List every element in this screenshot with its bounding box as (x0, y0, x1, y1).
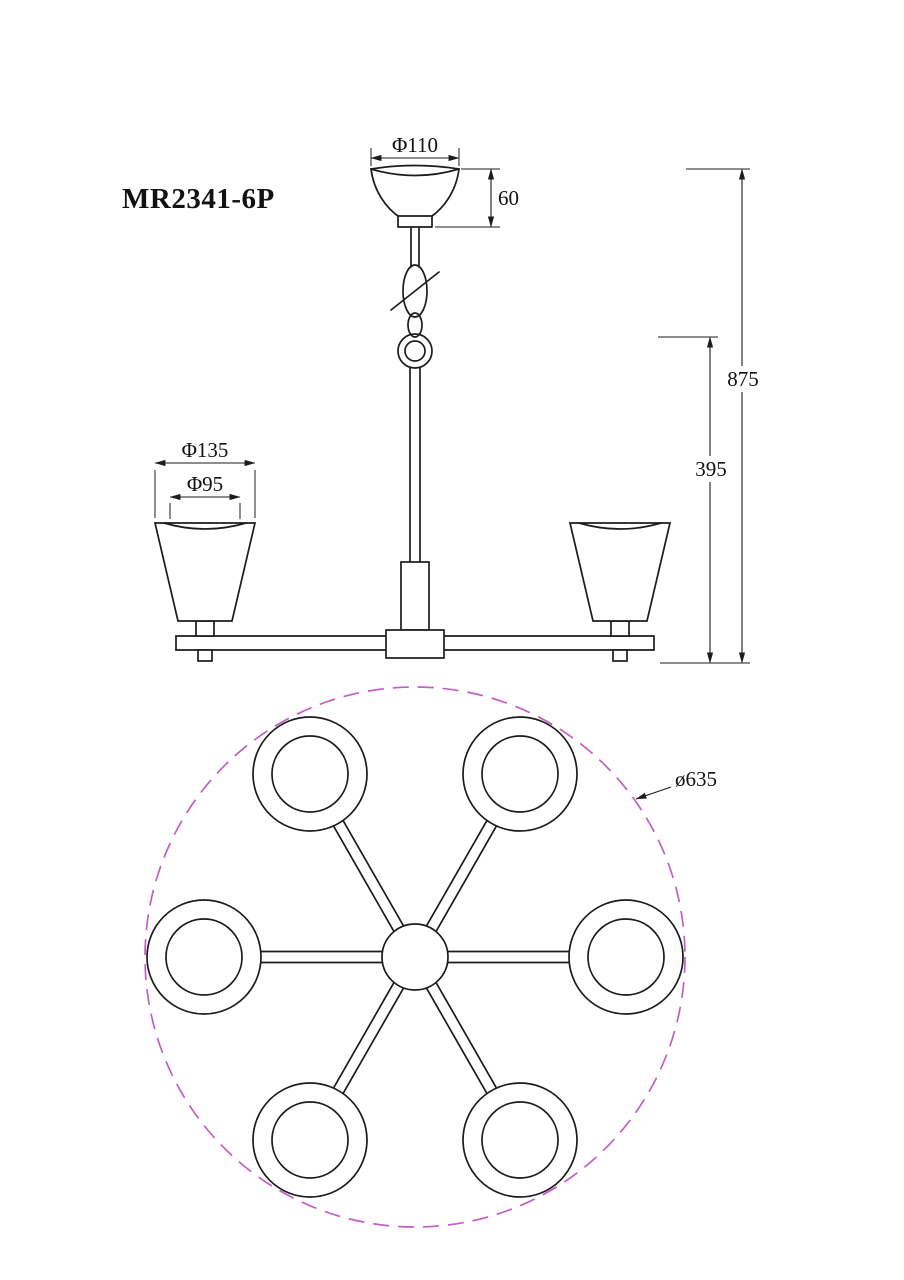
canopy-diameter-label: Φ110 (392, 133, 438, 157)
shade-outer-diameter-dimension: Φ135 (154, 438, 256, 518)
center-hub (385, 629, 445, 659)
canopy-height-label: 60 (498, 186, 519, 210)
shade-outer-diameter-label: Φ135 (182, 438, 229, 462)
socket-nub (612, 649, 628, 662)
shade-ring (568, 899, 684, 1015)
right-lampshade (568, 522, 672, 662)
rod-sleeve (400, 561, 430, 631)
outline-dashed-circle (144, 686, 686, 1228)
overall-diameter-label: ø635 (675, 767, 717, 791)
leader-arrow (635, 786, 672, 800)
shade-holder (610, 620, 630, 637)
shade-ring (252, 1082, 368, 1198)
left-lampshade (153, 522, 257, 662)
plan-view: ø635 (144, 686, 717, 1228)
suspension-rod (409, 367, 421, 563)
spoke-arms (260, 819, 570, 1095)
shade-ring (462, 1082, 578, 1198)
overall-height-dimension: 875 (660, 168, 763, 664)
overall-height-label: 875 (727, 367, 759, 391)
rod-height-dimension: 395 (658, 336, 731, 664)
canopy-diameter-dimension: Φ110 (370, 133, 460, 166)
hanging-ring (397, 333, 433, 369)
shade-ring (146, 899, 262, 1015)
chain-link (390, 264, 440, 318)
canopy-height-dimension: 60 (435, 168, 519, 228)
chain-slash (390, 271, 440, 311)
overall-diameter-callout: ø635 (635, 767, 717, 800)
socket-nub (197, 649, 213, 662)
connector-link (407, 312, 423, 338)
side-elevation-view: MR2341-6P Φ110 60 (122, 133, 763, 664)
shade-ring (462, 716, 578, 832)
shade-ring (252, 716, 368, 832)
model-number: MR2341-6P (122, 183, 275, 215)
shade-inner-diameter-dimension: Φ95 (169, 472, 241, 519)
suspension-stem (410, 226, 420, 268)
rod-height-label: 395 (695, 457, 727, 481)
shade-holder (195, 620, 215, 637)
shade-inner-diameter-label: Φ95 (187, 472, 223, 496)
canopy (370, 164, 460, 228)
center-hub-circle (381, 923, 449, 991)
